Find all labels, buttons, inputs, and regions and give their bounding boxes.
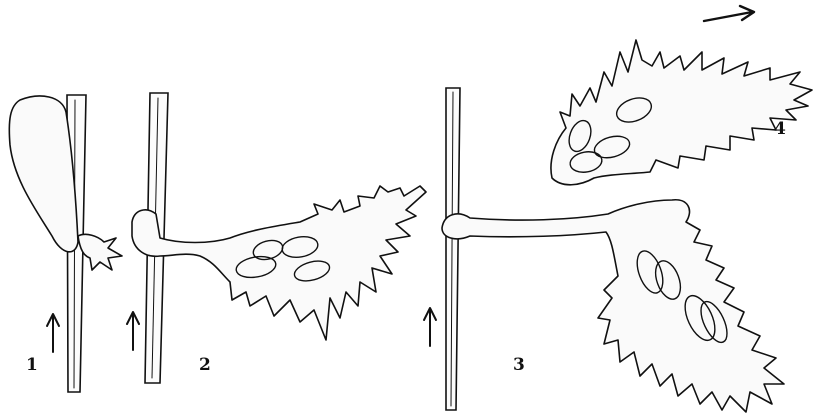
cell-body-4 (551, 40, 812, 185)
panel-label-3: 3 (513, 355, 525, 375)
right-arrow-4 (704, 6, 754, 21)
cell-body-3 (442, 200, 784, 412)
up-arrow-1 (47, 314, 59, 352)
cell-body-2 (132, 186, 426, 340)
panel-label-1: 1 (26, 355, 38, 375)
panel-4: 4 (551, 6, 812, 185)
up-arrow-3 (424, 308, 436, 346)
panel-label-4: 4 (774, 119, 786, 139)
panel-label-2: 2 (199, 355, 211, 375)
panel-1: 1 (9, 95, 122, 392)
up-arrow-2 (127, 312, 139, 350)
panel-2: 2 (127, 93, 426, 383)
cell-body-1 (9, 96, 78, 252)
